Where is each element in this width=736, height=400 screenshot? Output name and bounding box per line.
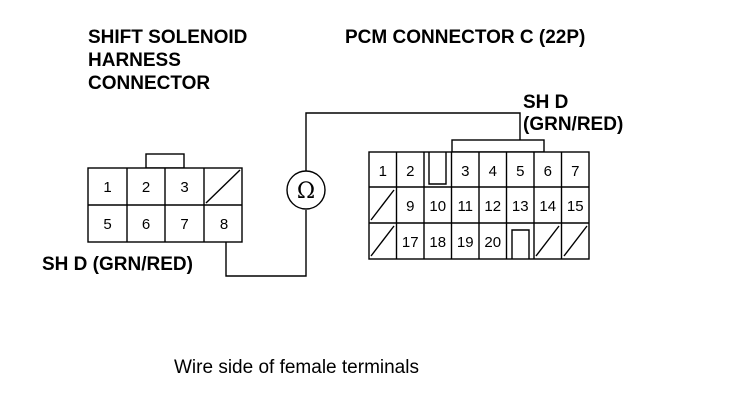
left-pin-5: 5 <box>103 216 111 233</box>
left-pin-7: 7 <box>180 216 188 233</box>
pcm-pin-12: 12 <box>484 198 501 215</box>
caption: Wire side of female terminals <box>174 357 419 378</box>
left-pin-6: 6 <box>142 216 150 233</box>
ohm-symbol: Ω <box>297 179 315 204</box>
pcm-unused-slash <box>535 225 560 257</box>
left-pin-3: 3 <box>180 179 188 196</box>
left-connector-title: SHIFT SOLENOID HARNESS CONNECTOR <box>88 27 247 94</box>
pcm-unused-slash <box>370 225 395 257</box>
left-wire-label: SH D (GRN/RED) <box>42 254 193 275</box>
pcm-pin-20: 20 <box>484 234 501 251</box>
pcm-pin-13: 13 <box>512 198 529 215</box>
pcm-pin-10: 10 <box>429 198 446 215</box>
pcm-pin-2: 2 <box>406 163 414 180</box>
wire-to-meter-left <box>225 210 307 277</box>
pcm-pin-1: 1 <box>379 163 387 180</box>
pcm-pin-15: 15 <box>567 198 584 215</box>
pcm-pin-9: 9 <box>406 198 414 215</box>
ohmmeter-circuit: Ω <box>225 112 521 277</box>
pcm-connector-title: PCM CONNECTOR C (22P) <box>345 27 585 48</box>
pcm-pin-14: 14 <box>539 198 556 215</box>
left-pin-2: 2 <box>142 179 150 196</box>
pcm-pin-4: 4 <box>489 163 497 180</box>
pcm-pin-6: 6 <box>544 163 552 180</box>
pcm-pin-5: 5 <box>516 163 524 180</box>
pcm-wire-label-name: SH D <box>523 92 568 113</box>
pcm-key-notch-top <box>428 152 447 185</box>
pcm-pin-19: 19 <box>457 234 474 251</box>
left-connector-latch <box>145 153 185 169</box>
wire-to-pcm-pin-5 <box>305 112 521 171</box>
pcm-key-notch-bottom <box>511 229 530 259</box>
pcm-unused-slash <box>563 225 588 257</box>
left-title-line-3: CONNECTOR <box>88 73 210 94</box>
pcm-unused-slash <box>370 189 395 221</box>
pcm-pin-11: 11 <box>457 198 473 215</box>
shift-solenoid-connector: 1 2 3 5 6 7 8 <box>87 153 243 243</box>
left-pin-8: 8 <box>220 216 228 233</box>
pcm-pin-3: 3 <box>461 163 469 180</box>
pcm-connector-c: 1 2 3 4 5 6 7 9 10 11 12 13 14 15 17 18 … <box>368 139 590 260</box>
pcm-pin-18: 18 <box>429 234 446 251</box>
pcm-wire-label-color: (GRN/RED) <box>523 114 623 135</box>
pcm-pin-17: 17 <box>402 234 419 251</box>
left-title-line-2: HARNESS <box>88 50 181 71</box>
left-pin-1: 1 <box>103 179 111 196</box>
pcm-pin-7: 7 <box>571 163 579 180</box>
unused-terminal-slash <box>205 169 241 204</box>
pcm-connector-latch <box>451 139 545 153</box>
left-title-line-1: SHIFT SOLENOID <box>88 27 247 48</box>
